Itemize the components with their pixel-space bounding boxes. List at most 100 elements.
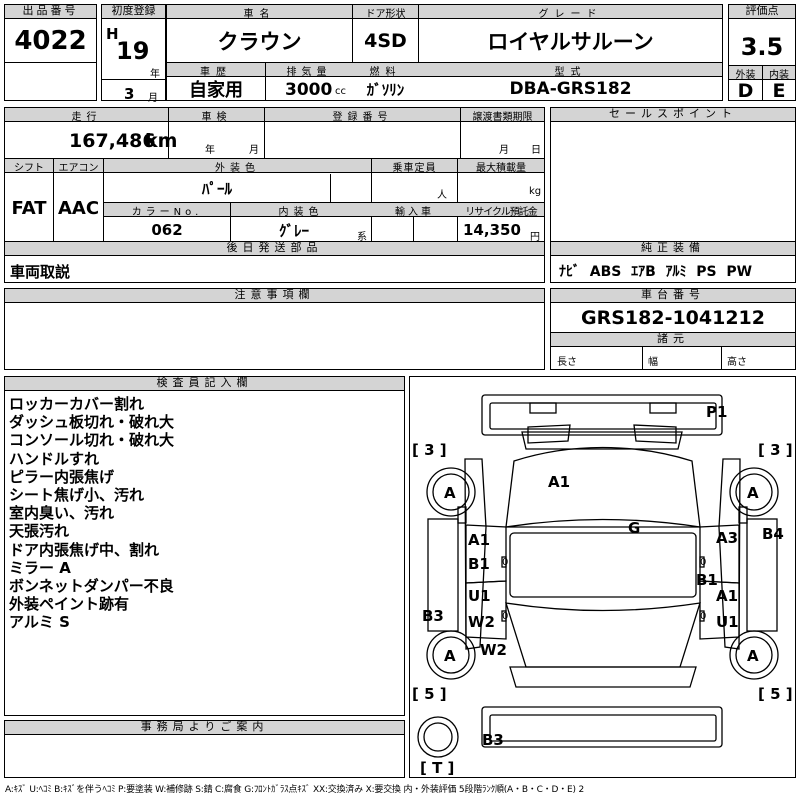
tire-mark-rear-right: A bbox=[747, 647, 759, 665]
mark-b1-left-front: B1 bbox=[468, 555, 490, 573]
legend: A:ｷｽﾞ U:ﾍｺﾐ B:ｷｽﾞを伴うﾍｺﾐ P:要塗装 W:補修跡 S:錆 … bbox=[5, 785, 584, 795]
first-registration-box: 初度登録 H 19 年 3 月 bbox=[101, 4, 166, 104]
mark-p1: P1 bbox=[706, 403, 727, 421]
mark-b3-left-fender: B3 bbox=[422, 607, 444, 625]
history-label: 車歴 bbox=[200, 66, 232, 78]
car-name-label: 車名 bbox=[243, 8, 276, 20]
inspection-label: 車検 bbox=[201, 111, 232, 123]
tire-mark-front-right: A bbox=[747, 484, 759, 502]
mark-a1-left-front: A1 bbox=[468, 531, 490, 549]
note-line: 外装ペイント跡有 bbox=[9, 595, 130, 614]
interior-label: 内装 bbox=[769, 69, 789, 81]
fuel-label: 燃料 bbox=[369, 66, 402, 78]
office-box: 事務局よりご案内 bbox=[4, 720, 405, 778]
equipment-label: 純正装備 bbox=[551, 242, 795, 256]
caution-label: 注意事項欄 bbox=[5, 289, 544, 303]
chassis-number: GRS182-1041212 bbox=[581, 307, 765, 329]
mark-w2-left-rear: W2 bbox=[468, 613, 495, 631]
exterior-label: 外装 bbox=[735, 69, 756, 81]
mark-b3-rear-bumper: B3 bbox=[482, 731, 504, 749]
later-parts: 車両取説 bbox=[10, 263, 71, 281]
int-color-unit: 系 bbox=[357, 232, 367, 243]
first-reg-label: 初度登録 bbox=[102, 5, 165, 19]
mileage: 167,486 bbox=[69, 130, 156, 152]
ext-color: ﾊﾟｰﾙ bbox=[201, 179, 232, 198]
recycle-label: リサイクル預託金 bbox=[465, 206, 538, 218]
spec-box: 走行 車検 登録番号 譲渡書類期限 167,486 km 年 月 月 日 シフト… bbox=[4, 107, 545, 283]
svg-text:0: 0 bbox=[700, 611, 706, 622]
import-label: 輸入車 bbox=[395, 206, 434, 218]
note-line: コンソール切れ・破れ大 bbox=[9, 431, 175, 450]
tire-count-front-right: [ 3 ] bbox=[758, 441, 793, 459]
tire-mark-front-left: A bbox=[444, 484, 456, 502]
model-label: 型式 bbox=[554, 66, 587, 78]
reg-no-label: 登録番号 bbox=[332, 111, 393, 123]
grade-label: グレード bbox=[538, 8, 603, 20]
color-no: 062 bbox=[151, 221, 183, 239]
fuel: ｶﾞｿﾘﾝ bbox=[366, 80, 405, 99]
score-box: 評価点 3.5 外装 内装 D E bbox=[728, 4, 796, 102]
height-label: 高さ bbox=[727, 357, 747, 368]
caution-box: 注意事項欄 bbox=[4, 288, 545, 370]
history: 自家用 bbox=[189, 80, 243, 101]
era: H bbox=[106, 25, 119, 43]
length-label: 長さ bbox=[557, 357, 577, 368]
capacity-label: 乗車定員 bbox=[392, 162, 437, 174]
ac: AAC bbox=[57, 197, 100, 219]
note-line: ドア内張焦げ中、割れ bbox=[9, 540, 160, 559]
exterior-grade: D bbox=[737, 80, 754, 102]
svg-text:0: 0 bbox=[700, 557, 706, 568]
reg-month: 3 bbox=[124, 85, 135, 103]
note-line: ダッシュ板切れ・破れ大 bbox=[9, 413, 175, 432]
recycle: 14,350 bbox=[463, 221, 521, 239]
displacement: 3000 bbox=[285, 80, 333, 100]
capacity-unit: 人 bbox=[437, 190, 447, 201]
mark-w2-left-quarter: W2 bbox=[480, 641, 507, 659]
mark-b4-right-fender: B4 bbox=[762, 525, 784, 543]
inspector-label: 検査員記入欄 bbox=[5, 377, 404, 391]
equipment: ﾅﾋﾞ ABS ｴｱB ｱﾙﾐ PS PW bbox=[559, 264, 753, 280]
note-line: 室内臭い、汚れ bbox=[9, 504, 115, 523]
mark-u1-left-rear: U1 bbox=[468, 587, 491, 605]
displacement-unit: cc bbox=[335, 86, 346, 97]
damage-diagram-box: P1 A1 G A1 B1 A3 B4 B1 U1 W2 A1 U1 B3 W2… bbox=[409, 376, 796, 778]
mark-g-windshield: G bbox=[628, 519, 640, 537]
mark-b1-right: B1 bbox=[696, 571, 718, 589]
max-load-unit: kg bbox=[529, 186, 542, 197]
door-label: ドア形状 bbox=[365, 8, 406, 20]
ext-color-label: 外装色 bbox=[215, 162, 260, 174]
inspection-month-unit: 月 bbox=[249, 145, 259, 156]
chassis-label: 車台番号 bbox=[551, 289, 795, 303]
note-line: ミラー A bbox=[9, 558, 71, 577]
recycle-unit: 円 bbox=[530, 232, 540, 243]
transfer-day-unit: 日 bbox=[531, 145, 541, 156]
note-line: ピラー内張焦げ bbox=[9, 467, 115, 486]
max-load-label: 最大積載量 bbox=[476, 162, 526, 174]
svg-text:0: 0 bbox=[502, 557, 508, 568]
car-name: クラウン bbox=[217, 30, 302, 54]
transfer-label: 譲渡書類期限 bbox=[472, 111, 533, 123]
svg-text:0: 0 bbox=[502, 611, 508, 622]
later-label: 後日発送部品 bbox=[5, 242, 544, 256]
tire-count-spare: [ T ] bbox=[420, 759, 454, 777]
month-unit: 月 bbox=[148, 93, 158, 104]
int-color-label: 内装色 bbox=[278, 206, 324, 218]
dims-label: 諸元 bbox=[551, 333, 795, 347]
transfer-month-unit: 月 bbox=[499, 145, 509, 156]
inspection-year-unit: 年 bbox=[205, 145, 215, 156]
grade: ロイヤルサルーン bbox=[487, 30, 654, 54]
chassis-box: 車台番号 GRS182-1041212 諸元 長さ 幅 高さ bbox=[550, 288, 796, 370]
mileage-unit: km bbox=[145, 130, 178, 152]
inspector-box: 検査員記入欄 ロッカーカバー割れ ダッシュ板切れ・破れ大 コンソール切れ・破れ大… bbox=[4, 376, 405, 716]
mark-a1-right-rear: A1 bbox=[716, 587, 738, 605]
score-label: 評価点 bbox=[729, 5, 795, 19]
lot-number: 4022 bbox=[14, 26, 87, 56]
mark-a1-hood: A1 bbox=[548, 473, 570, 491]
displacement-label: 排気量 bbox=[286, 66, 332, 78]
reg-year: 19 bbox=[116, 37, 150, 65]
note-line: 天張汚れ bbox=[9, 522, 70, 541]
ac-label: エアコン bbox=[58, 162, 99, 174]
note-line: ハンドルすれ bbox=[9, 449, 100, 468]
main-header-box: 車名 ドア形状 グレード クラウン 4SD ロイヤルサルーン 車歴 排気量 燃料… bbox=[166, 4, 723, 101]
note-line: ボンネットダンパー不良 bbox=[9, 577, 174, 596]
